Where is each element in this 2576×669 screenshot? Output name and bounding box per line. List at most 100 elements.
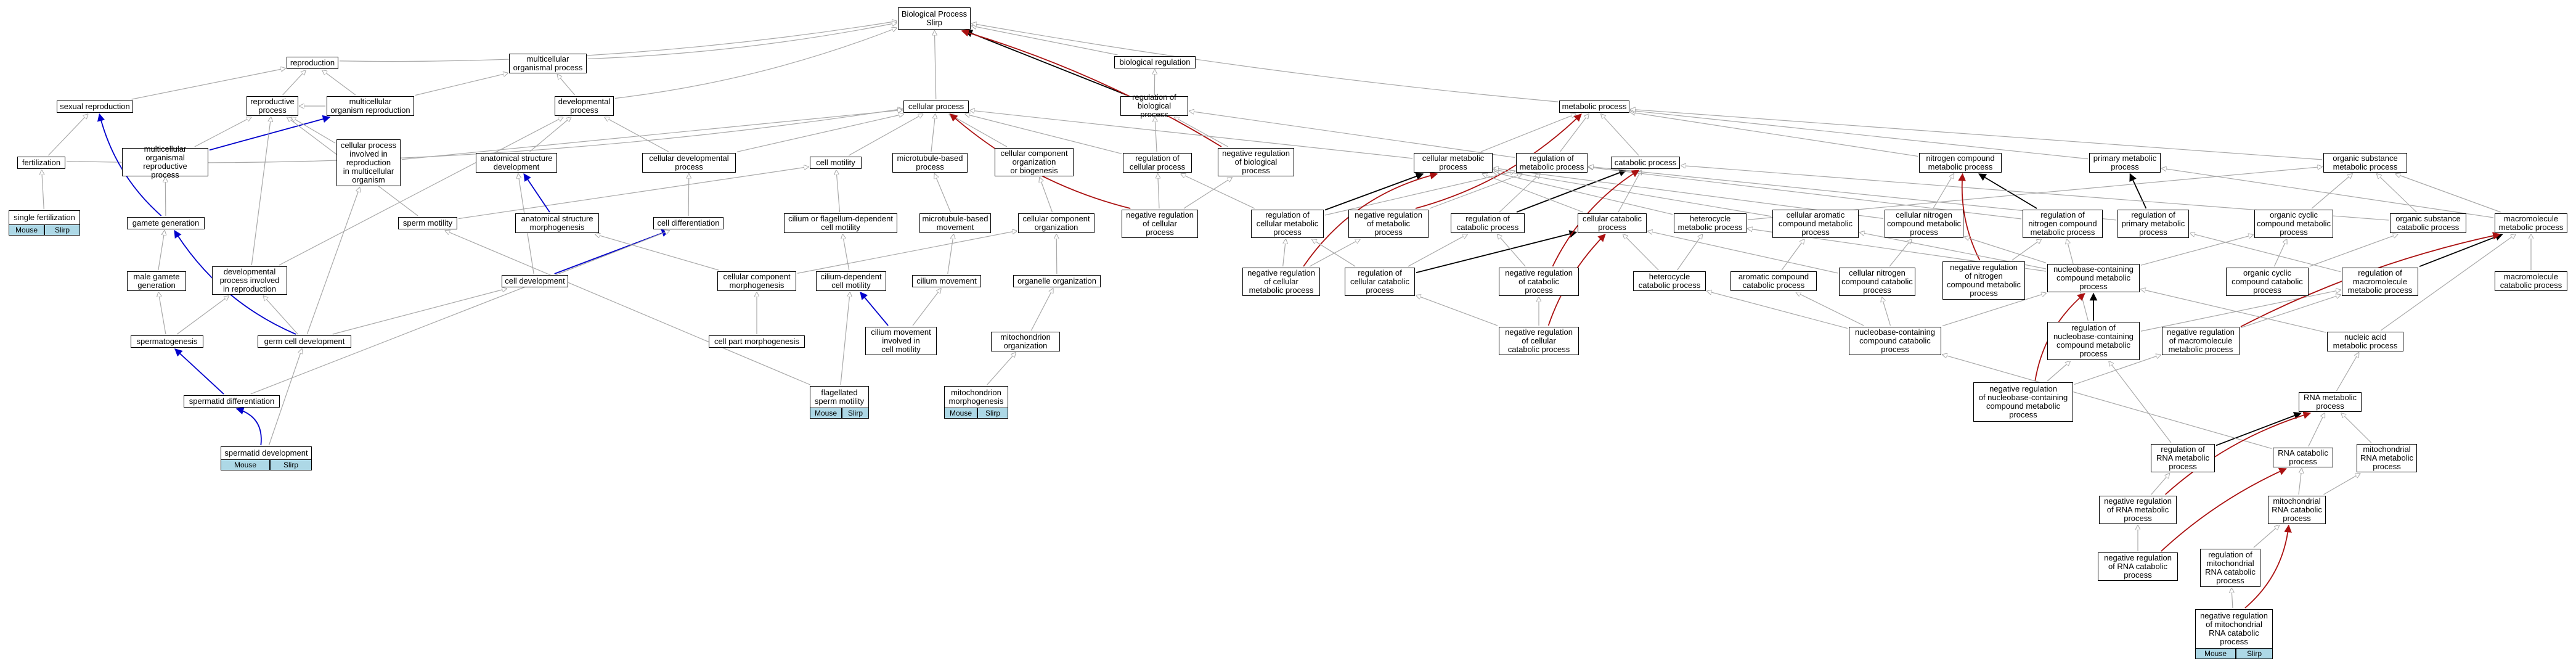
node-ccm[interactable]: cellular component morphogenesis	[717, 271, 796, 291]
edge-cmp-to-cellproc	[970, 110, 1413, 159]
node-orgorg[interactable]: organelle organization	[1013, 275, 1101, 287]
node-cmp[interactable]: cellular metabolic process	[1414, 153, 1493, 173]
node-spermatogenesis[interactable]: spermatogenesis	[131, 335, 203, 348]
node-cco[interactable]: cellular component organization	[1018, 213, 1094, 233]
node-mosrp[interactable]: multicellular organismal reproductive pr…	[122, 145, 208, 179]
node-negregccp[interactable]: negative regulation of cellular cataboli…	[1499, 327, 1579, 355]
node-cilmov[interactable]: cilium movement	[912, 275, 981, 287]
node-cdp[interactable]: cellular developmental process	[642, 153, 736, 173]
node-regncmp[interactable]: regulation of nitrogen compound metaboli…	[2023, 210, 2103, 238]
node-mop[interactable]: multicellular organismal process	[509, 54, 587, 73]
node-fert[interactable]: fertilization	[17, 157, 65, 169]
node-namp[interactable]: nucleic acid metabolic process	[2327, 332, 2403, 351]
node-macrocp[interactable]: macromolecule catabolic process	[2495, 271, 2567, 291]
node-regcmp[interactable]: regulation of cellular metabolic process	[1251, 210, 1324, 238]
node-cpirmo[interactable]: cellular process involved in reproductio…	[336, 139, 401, 186]
node-negregbp[interactable]: negative regulation of biological proces…	[1218, 148, 1294, 176]
node-spmot[interactable]: sperm motility	[398, 217, 457, 229]
node-negregmrnacp[interactable]: negative regulation of mitochondrial RNA…	[2195, 609, 2273, 649]
node-negregmp[interactable]: negative regulation of metabolic process	[1348, 210, 1429, 238]
node-cellproc[interactable]: cellular process	[903, 101, 969, 113]
node-mrnamp[interactable]: mitochondrial RNA metabolic process	[2357, 444, 2417, 472]
annotation-mouse: Mouse	[944, 408, 977, 419]
node-gcd[interactable]: germ cell development	[258, 335, 351, 348]
node-pmp[interactable]: primary metabolic process	[2089, 153, 2161, 173]
node-regmrnacp[interactable]: regulation of mitochondrial RNA cataboli…	[2200, 549, 2260, 587]
node-oscp[interactable]: organic substance catabolic process	[2390, 213, 2466, 233]
node-regcp[interactable]: regulation of cellular process	[1123, 153, 1192, 173]
node-regrnamp[interactable]: regulation of RNA metabolic process	[2151, 444, 2215, 472]
node-acmp[interactable]: cellular aromatic compound metabolic pro…	[1772, 210, 1859, 238]
node-spdev[interactable]: spermatid development	[221, 446, 312, 460]
node-ncmp[interactable]: nitrogen compound metabolic process	[1919, 153, 2002, 173]
node-biolreg[interactable]: biological regulation	[1114, 56, 1196, 68]
node-fsm[interactable]: flagellated sperm motility	[810, 386, 869, 408]
node-catab[interactable]: catabolic process	[1611, 157, 1680, 169]
node-metab[interactable]: metabolic process	[1559, 101, 1629, 113]
node-regmp[interactable]: regulation of metabolic process	[1516, 153, 1588, 173]
node-osmp[interactable]: organic substance metabolic process	[2323, 153, 2407, 173]
node-reproduction[interactable]: reproduction	[287, 57, 338, 69]
node-rnacp[interactable]: RNA catabolic process	[2273, 448, 2333, 467]
node-mtbm[interactable]: microtubule-based movement	[919, 213, 991, 233]
node-negregcmp[interactable]: negative regulation of cellular metaboli…	[1242, 268, 1320, 296]
node-regcatp[interactable]: regulation of catabolic process	[1451, 213, 1525, 233]
node-devproc[interactable]: developmental process	[555, 96, 614, 116]
edge-celldiff-to-cdp	[688, 174, 689, 216]
node-occmp[interactable]: organic cyclic compound metabolic proces…	[2254, 210, 2333, 238]
node-singlefert[interactable]: single fertilization	[9, 210, 80, 225]
node-mitoorg[interactable]: mitochondrion organization	[991, 332, 1060, 351]
node-negregrnamp[interactable]: negative regulation of RNA metabolic pro…	[2099, 496, 2177, 524]
node-cncmp[interactable]: cellular nitrogen compound metabolic pro…	[1885, 210, 1963, 238]
node-regccp[interactable]: regulation of cellular catabolic process	[1345, 268, 1415, 296]
edge-nbcmp-to-cncmp	[1965, 237, 2047, 263]
node-ccatp[interactable]: cellular catabolic process	[1578, 213, 1647, 233]
node-mrnacp[interactable]: mitochondrial RNA catabolic process	[2268, 496, 2326, 524]
node-macromp[interactable]: macromolecule metabolic process	[2495, 213, 2567, 233]
node-mgg[interactable]: male gamete generation	[127, 271, 186, 291]
node-cpm[interactable]: cell part morphogenesis	[709, 335, 805, 348]
node-cnccp[interactable]: cellular nitrogen compound catabolic pro…	[1839, 268, 1915, 296]
node-mitomorph[interactable]: mitochondrion morphogenesis	[944, 386, 1008, 408]
edge-metab-to-bp	[972, 23, 1559, 102]
node-celldev[interactable]: cell development	[502, 275, 568, 287]
node-bp[interactable]: Biological Process Slirp	[898, 7, 971, 30]
edge-ccm-to-asm	[595, 234, 719, 271]
node-cellmot[interactable]: cell motility	[810, 157, 862, 169]
node-hetcp[interactable]: heterocycle catabolic process	[1633, 271, 1706, 291]
node-regnbcmp[interactable]: regulation of nucleobase-containing comp…	[2047, 322, 2140, 360]
edge-rnamp-to-namp	[2336, 353, 2358, 392]
node-gamgen[interactable]: gamete generation	[127, 217, 205, 229]
node-ccob[interactable]: cellular component organization or bioge…	[995, 148, 1074, 176]
node-negregcp[interactable]: negative regulation of cellular process	[1122, 210, 1198, 238]
node-accp[interactable]: aromatic compound catabolic process	[1730, 271, 1817, 291]
node-nbccp[interactable]: nucleobase-containing compound catabolic…	[1849, 327, 1941, 355]
node-regpmp[interactable]: regulation of primary metabolic process	[2117, 210, 2189, 238]
node-mtbp[interactable]: microtubule-based process	[892, 153, 968, 173]
node-spd[interactable]: spermatid differentiation	[184, 395, 280, 408]
node-occcp[interactable]: organic cyclic compound catabolic proces…	[2226, 268, 2309, 296]
node-regbp[interactable]: regulation of biological process	[1120, 93, 1188, 119]
node-negregrnacp[interactable]: negative regulation of RNA catabolic pro…	[2098, 552, 2178, 581]
edge-devproc-to-mop	[557, 75, 576, 96]
node-cmicm[interactable]: cilium movement involved in cell motilit…	[865, 327, 937, 355]
node-cfdcm[interactable]: cilium or flagellum-dependent cell motil…	[784, 213, 897, 233]
node-asm[interactable]: anatomical structure morphogenesis	[515, 213, 599, 233]
node-hetmp[interactable]: heterocycle metabolic process	[1674, 213, 1747, 233]
node-sexrep[interactable]: sexual reproduction	[57, 101, 133, 113]
node-nbcmp[interactable]: nucleobase-containing compound metabolic…	[2047, 264, 2140, 292]
node-negregncmp[interactable]: negative regulation of nitrogen compound…	[1942, 261, 2025, 300]
edge-negregmacromp-to-regmacromp	[2240, 295, 2341, 329]
node-regmacromp[interactable]: regulation of macromolecule metabolic pr…	[2342, 268, 2418, 296]
annotation-slirp: Slirp	[2236, 648, 2273, 659]
node-celldiff[interactable]: cell differentiation	[653, 217, 723, 229]
node-negregcatp[interactable]: negative regulation of catabolic process	[1499, 268, 1579, 296]
node-asd[interactable]: anatomical structure development	[476, 153, 557, 173]
node-rnamp[interactable]: RNA metabolic process	[2299, 392, 2362, 412]
node-repprocess[interactable]: reproductive process	[247, 96, 298, 116]
node-negregmacromp[interactable]: negative regulation of macromolecule met…	[2162, 327, 2240, 355]
node-dpir[interactable]: developmental process involved in reprod…	[212, 266, 287, 295]
node-cdcm[interactable]: cilium-dependent cell motility	[816, 271, 886, 291]
node-mor[interactable]: multicellular organism reproduction	[327, 96, 414, 116]
node-negregnbcmp[interactable]: negative regulation of nucleobase-contai…	[1973, 382, 2073, 422]
